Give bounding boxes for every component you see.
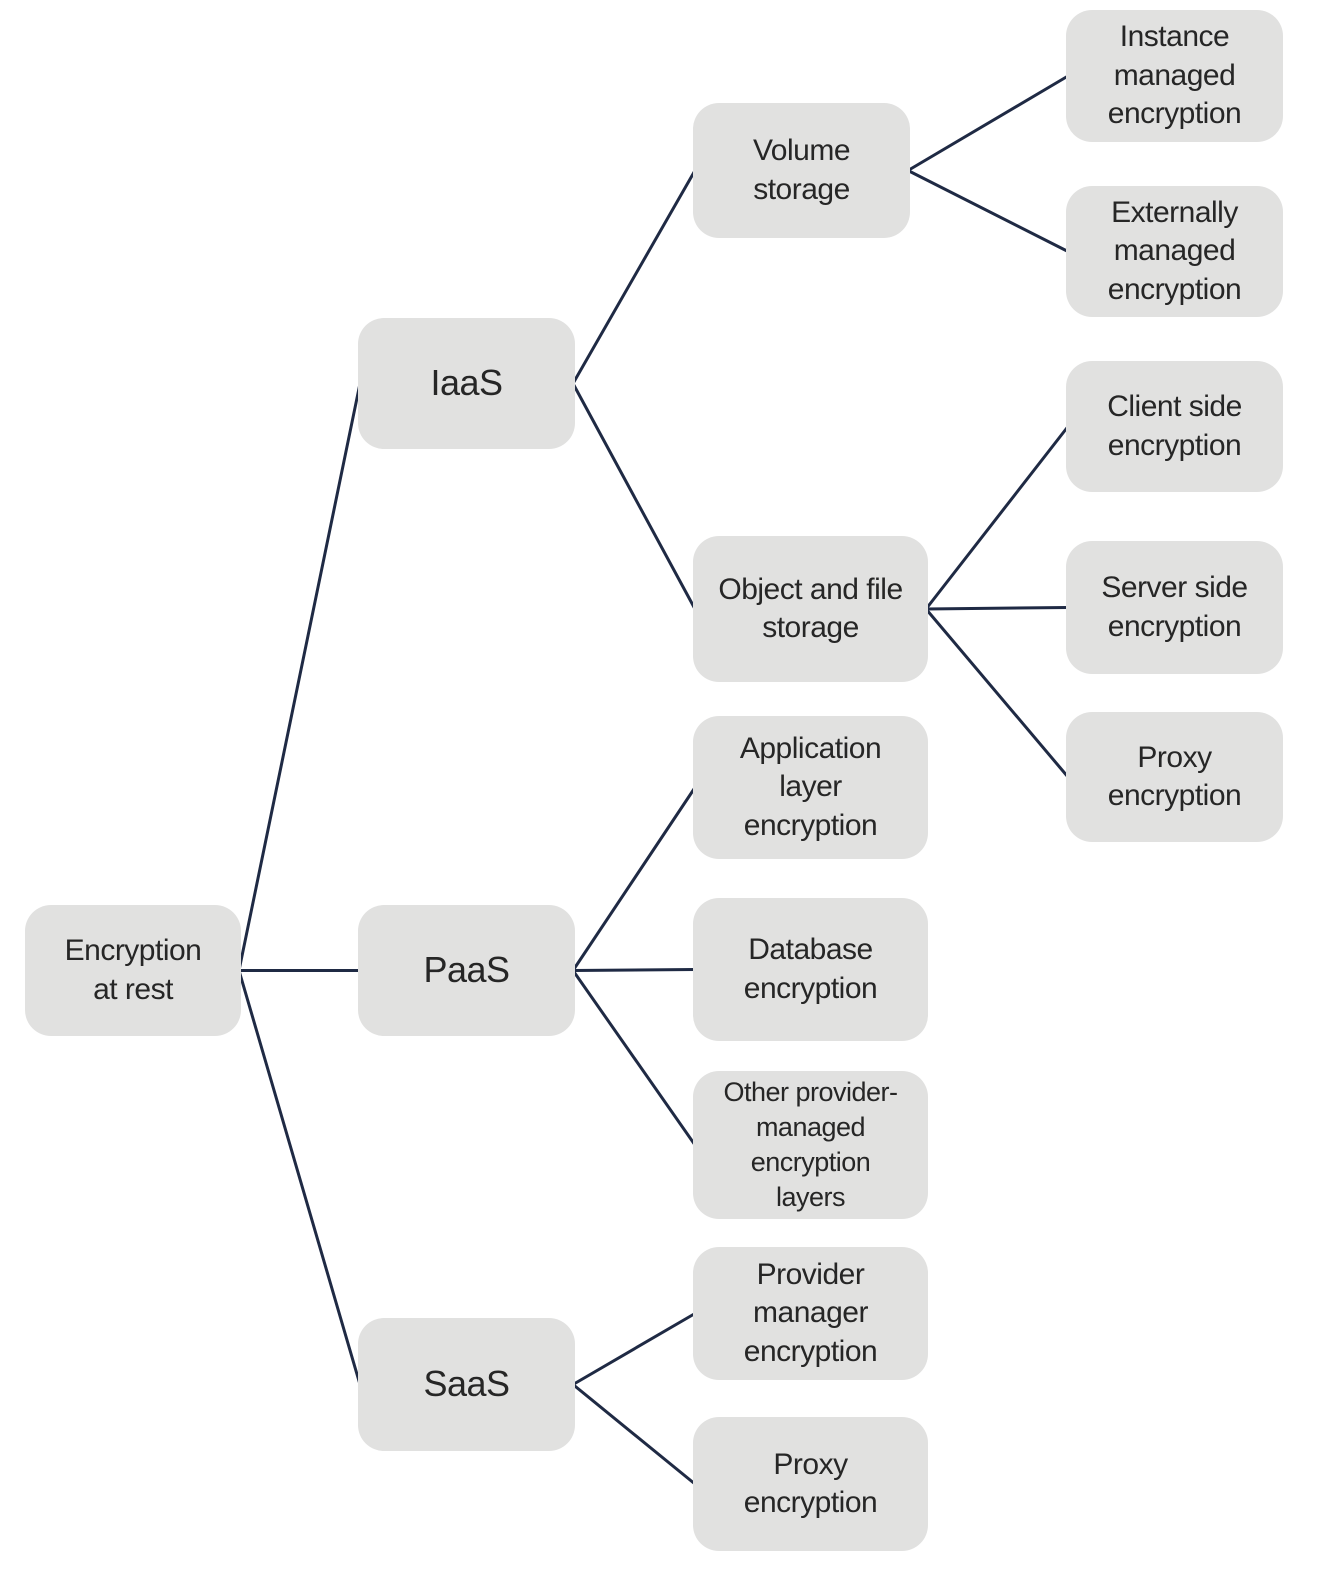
node-externally-managed-encryption: Externally managed encryption (1066, 186, 1283, 317)
node-saas-proxy-encryption: Proxy encryption (693, 1417, 928, 1551)
connector-saas-to-proxy2 (571, 1383, 697, 1486)
node-database-encryption: Database encryption (693, 898, 928, 1041)
node-provider-manager-encryption: Provider manager encryption (693, 1247, 928, 1380)
connector-object-to-server (924, 606, 1070, 611)
node-iaas: IaaS (358, 318, 575, 449)
node-volume-storage: Volume storage (693, 103, 910, 238)
connector-object-to-proxy1 (924, 607, 1070, 779)
connector-object-to-client (924, 425, 1070, 611)
connector-root-to-iaas (237, 382, 362, 972)
node-saas: SaaS (358, 1318, 575, 1451)
connector-volume-to-instance (906, 74, 1070, 172)
connector-saas-to-provider (571, 1312, 697, 1386)
connector-root-to-saas (237, 969, 362, 1386)
node-paas: PaaS (358, 905, 575, 1036)
node-application-layer-encryption: Application layer encryption (693, 716, 928, 859)
connector-volume-to-external (906, 169, 1070, 253)
node-encryption-at-rest: Encryption at rest (25, 905, 241, 1036)
connector-paas-to-database (571, 968, 697, 972)
connector-paas-to-applayer (571, 786, 697, 972)
node-client-side-encryption: Client side encryption (1066, 361, 1283, 492)
node-instance-managed-encryption: Instance managed encryption (1066, 10, 1283, 142)
connector-iaas-to-object (571, 382, 697, 611)
node-other-provider-managed-encryption-layers: Other provider- managed encryption layer… (693, 1071, 928, 1219)
connector-iaas-to-volume (571, 169, 697, 385)
node-object-and-file-storage: Object and file storage (693, 536, 928, 682)
connector-paas-to-other (571, 969, 697, 1147)
node-object-proxy-encryption: Proxy encryption (1066, 712, 1283, 842)
node-server-side-encryption: Server side encryption (1066, 541, 1283, 674)
